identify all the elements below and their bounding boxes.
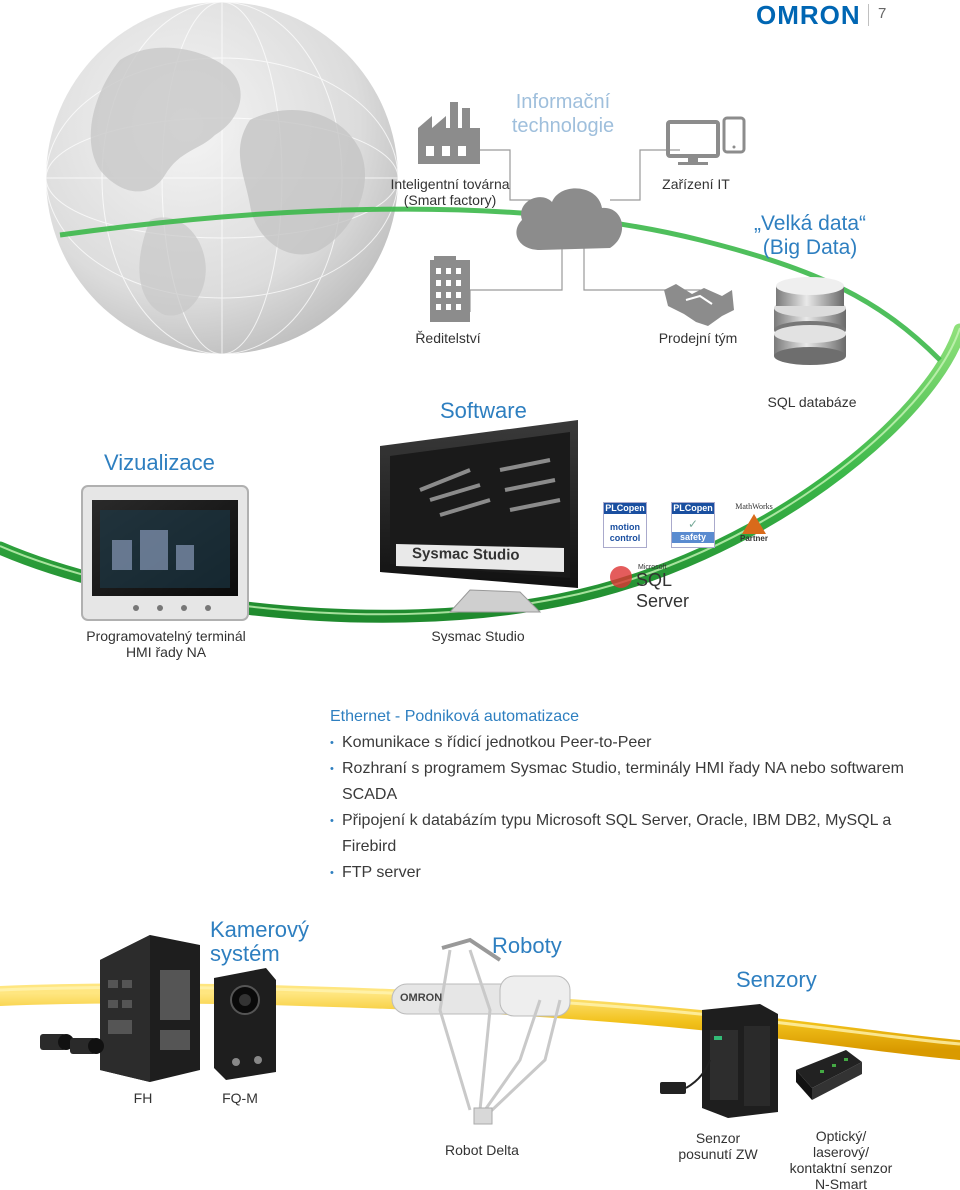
plcopen-safety-bottom: safety [672,532,714,543]
smart-factory-line1: Inteligentní továrna [390,176,510,192]
ethernet-title: Ethernet - Podniková automatizace [330,708,580,725]
hmi-label: Programovatelný terminál HMI řady NA [76,628,256,660]
microsoft-small: Microsoft [638,564,667,571]
big-data-label: „Velká data“ (Big Data) [740,212,880,260]
nsmart-line1: Optický/ [815,1128,867,1144]
plcopen-motion-logo: PLCopen motion control [603,502,647,548]
plcopen-motion-top: PLCopen [604,503,646,514]
visualization-heading: Vizualizace [104,450,215,475]
nsmart-line2: laserový/ [812,1144,870,1160]
smart-factory-label: Inteligentní továrna (Smart factory) [380,176,520,208]
robots-heading: Roboty [492,933,562,958]
fh-controller-image [100,935,200,1082]
big-data-line2: (Big Data) [762,236,858,259]
mathworks-peak-icon [742,514,766,534]
cloud-icon [516,188,623,250]
sql-database-label: SQL databáze [767,394,857,410]
sysmac-studio-label: Sysmac Studio [431,628,525,644]
mathworks-partner: Partner [739,534,768,543]
bullet-item: Komunikace s řídicí jednotkou Peer-to-Pe… [330,730,930,756]
robot-brand: OMRON [400,992,443,1004]
it-devices-icon [666,116,746,165]
fqm-label: FQ-M [222,1090,258,1106]
camera-system-line2: systém [210,941,280,966]
building-icon [430,256,470,322]
sales-team-label: Prodejní tým [658,330,738,346]
plcopen-motion-bottom-2: control [609,533,641,543]
omron-logo: OMRON [756,0,861,30]
sensors-heading: Senzory [736,967,817,992]
it-title-line2: technologie [511,115,615,137]
sql-server-text: SQL Server [636,570,690,611]
sql-server-flag-icon [610,566,632,588]
software-heading: Software [440,398,527,423]
plcopen-motion-bottom-1: motion [610,522,640,532]
database-icon [774,277,846,365]
it-title-line1: Informační [515,91,611,113]
nsmart-line4: N-Smart [814,1176,868,1190]
robot-delta-label: Robot Delta [445,1142,519,1158]
big-data-line1: „Velká data“ [753,212,867,235]
bullet-item: FTP server [330,860,930,886]
ethernet-bullet-list: Komunikace s řídicí jednotkou Peer-to-Pe… [330,730,930,886]
nsmart-line3: kontaktní senzor [789,1160,893,1176]
mathworks-logo: MathWorks Partner [732,502,776,548]
sysmac-screen-title: Sysmac Studio [412,544,520,564]
hmi-label-line1: Programovatelný terminál [86,628,246,644]
camera-system-line1: Kamerový [210,917,310,942]
camera-system-heading: Kamerový systém [210,918,330,966]
plcopen-safety-logo: PLCopen ✓ safety [671,502,715,548]
ethernet-description: Ethernet - Podniková automatizace Komuni… [330,704,930,886]
zw-sensor-image [660,1004,778,1118]
fqm-camera-image [214,968,276,1080]
page-number: 7 [878,5,887,22]
nsmart-label: Optický/ laserový/ kontaktní senzor N-Sm… [780,1128,902,1190]
zw-line1: Senzor [695,1130,741,1146]
smart-factory-line2: (Smart factory) [403,192,497,208]
zw-sensor-label: Senzor posunutí ZW [672,1130,764,1162]
handshake-icon [664,284,734,326]
check-icon: ✓ [687,517,699,531]
fh-label: FH [133,1090,153,1106]
sysmac-monitor-image [380,420,578,613]
bullet-item: Rozhraní s programem Sysmac Studio, term… [330,756,930,808]
bullet-item: Připojení k databázím typu Microsoft SQL… [330,808,930,860]
globe-illustration [45,1,399,355]
factory-icon [418,102,480,164]
plcopen-safety-top: PLCopen [672,503,714,514]
header-divider [868,4,869,26]
sql-server-logo: Microsoft SQL Server [608,564,728,611]
hmi-label-line2: HMI řady NA [125,644,207,660]
mathworks-title: MathWorks [735,502,773,511]
it-devices-label: Zařízení IT [662,176,730,192]
nsmart-sensor-image [796,1050,862,1100]
fh-cameras-image [40,1034,104,1054]
it-title: Informační technologie [505,90,621,138]
hmi-terminal-image [81,485,249,621]
management-label: Ředitelství [415,330,481,346]
delta-robot-image [391,937,571,1125]
zw-line2: posunutí ZW [678,1146,758,1162]
